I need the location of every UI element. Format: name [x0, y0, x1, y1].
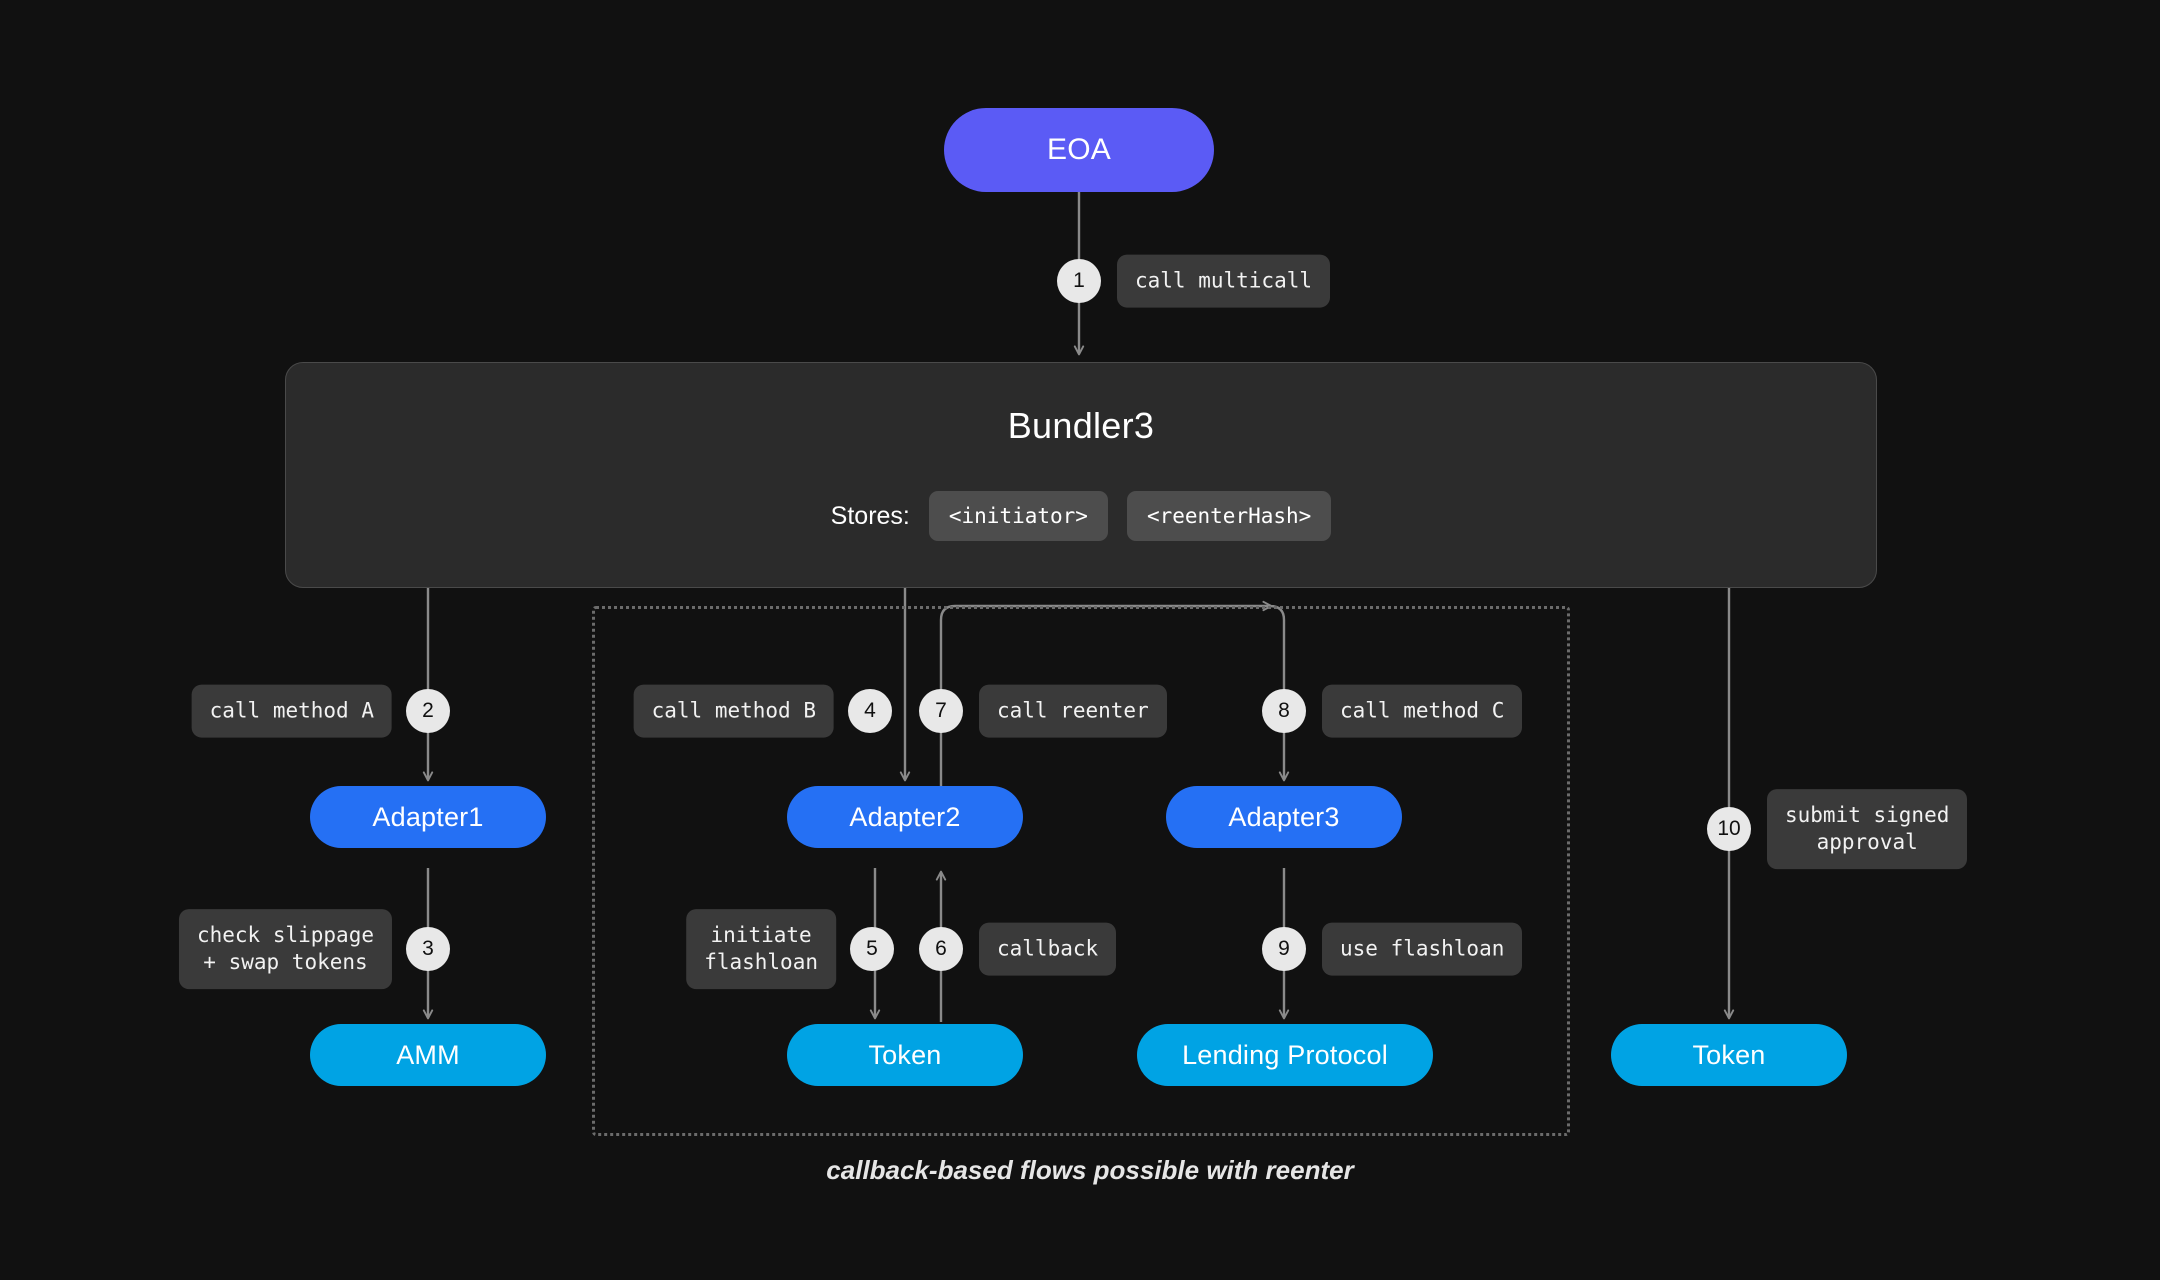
step-badge-5: 5	[850, 927, 894, 971]
bundler3-stores-row: Stores: <initiator> <reenterHash>	[286, 491, 1876, 541]
node-adapter1[interactable]: Adapter1	[310, 786, 546, 848]
reenter-group-caption: callback-based flows possible with reent…	[826, 1155, 1354, 1185]
step-badge-1: 1	[1057, 259, 1101, 303]
node-adapter3[interactable]: Adapter3	[1166, 786, 1402, 848]
step-badge-2: 2	[406, 689, 450, 733]
node-adapter1-label: Adapter1	[372, 801, 484, 832]
step-label-9: use flashloan	[1322, 922, 1523, 976]
stores-label: Stores:	[830, 501, 910, 530]
store-chip-initiator[interactable]: <initiator>	[928, 491, 1108, 541]
step-badge-3: 3	[406, 927, 450, 971]
step-label-6: callback	[979, 922, 1117, 976]
step-label-3: check slippage + swap tokens	[178, 909, 392, 989]
node-adapter2-label: Adapter2	[849, 801, 961, 832]
step-label-4: call method B	[633, 684, 834, 738]
step-label-7: call reenter	[979, 684, 1167, 738]
node-amm[interactable]: AMM	[310, 1024, 546, 1086]
store-chip-reenterhash[interactable]: <reenterHash>	[1126, 491, 1332, 541]
node-adapter2[interactable]: Adapter2	[787, 786, 1023, 848]
node-adapter3-label: Adapter3	[1228, 801, 1340, 832]
node-amm-label: AMM	[396, 1039, 460, 1070]
step-label-2: call method A	[191, 684, 392, 738]
node-eoa[interactable]: EOA	[944, 108, 1214, 192]
bundler3-title: Bundler3	[1007, 405, 1155, 446]
node-token-middle[interactable]: Token	[787, 1024, 1023, 1086]
node-bundler3[interactable]: Bundler3 Stores: <initiator> <reenterHas…	[285, 362, 1877, 588]
node-lending-protocol[interactable]: Lending Protocol	[1137, 1024, 1433, 1086]
step-badge-6: 6	[919, 927, 963, 971]
step-badge-8: 8	[1262, 689, 1306, 733]
step-badge-4: 4	[848, 689, 892, 733]
reenter-group-boundary	[592, 606, 1570, 1136]
step-badge-10: 10	[1707, 807, 1751, 851]
node-eoa-label: EOA	[1047, 133, 1111, 166]
node-lending-protocol-label: Lending Protocol	[1182, 1039, 1388, 1070]
step-badge-7: 7	[919, 689, 963, 733]
step-label-5: initiate flashloan	[686, 909, 836, 989]
node-token-right-label: Token	[1692, 1039, 1766, 1070]
node-token-right[interactable]: Token	[1611, 1024, 1847, 1086]
step-label-8: call method C	[1322, 684, 1523, 738]
step-label-1: call multicall	[1117, 254, 1331, 308]
step-badge-9: 9	[1262, 927, 1306, 971]
node-token-middle-label: Token	[868, 1039, 942, 1070]
step-label-10: submit signed approval	[1767, 789, 1968, 869]
